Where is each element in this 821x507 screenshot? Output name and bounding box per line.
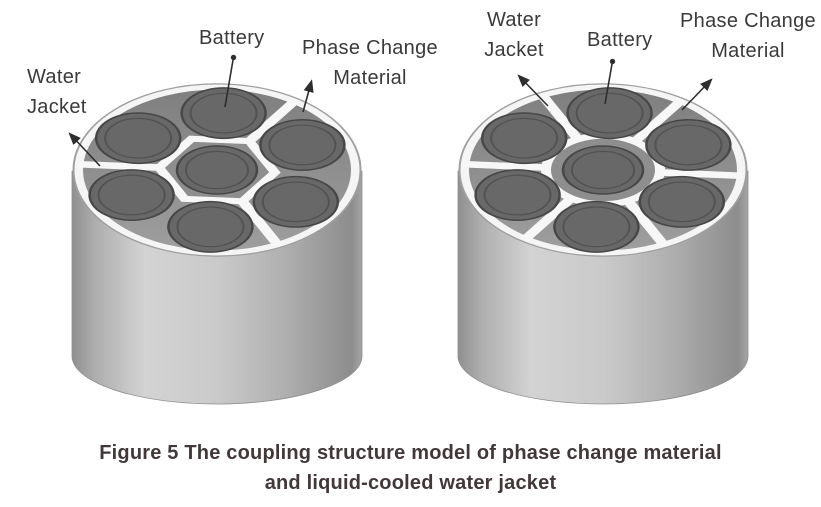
right-water-jacket-leader-arrow <box>517 74 549 107</box>
left-batteries <box>88 87 346 253</box>
battery-inner-ring <box>654 124 723 166</box>
left-cylinder-top-face <box>72 83 362 257</box>
water-channel-lower-right <box>623 199 670 248</box>
water-channel-upper-right <box>630 98 687 143</box>
left-pcm-label-line1: Phase Change <box>302 37 438 59</box>
battery-cell <box>259 119 346 171</box>
battery-cell <box>474 169 561 221</box>
battery-cell-center <box>175 145 259 195</box>
figure-caption-line1: Figure 5 The coupling structure model of… <box>99 442 722 464</box>
battery-cell <box>645 119 732 171</box>
battery-cell <box>167 200 254 253</box>
left-pcm-label: Phase Change Material <box>299 33 441 93</box>
battery-inner-ring <box>104 117 173 159</box>
battery-cell <box>252 175 340 228</box>
right-pcm-label-line2: Material <box>711 40 785 62</box>
battery-cell <box>553 200 640 253</box>
battery-inner-ring <box>176 206 245 248</box>
left-pcm-label-line2: Material <box>333 67 407 89</box>
right-pcm-leader-arrow <box>681 78 713 111</box>
right-battery-label: Battery <box>587 29 653 51</box>
battery-cell <box>88 169 175 221</box>
right-battery-leader-line <box>604 63 613 105</box>
left-water-jacket-label-line1: Water <box>27 66 82 88</box>
battery-cell <box>566 87 653 140</box>
right-water-jacket-label-line1: Water <box>486 9 542 31</box>
water-channel-right <box>660 169 745 180</box>
right-pcm-label-line1: Phase Change <box>680 10 816 32</box>
battery-cell <box>638 175 726 228</box>
battery-inner-ring <box>571 150 635 190</box>
battery-cell <box>94 112 182 165</box>
water-channel-upper-left <box>536 92 583 141</box>
battery-cell <box>480 112 568 165</box>
left-cylinder-model <box>71 83 363 405</box>
battery-inner-ring <box>261 181 330 223</box>
water-channel-upper-right <box>244 98 301 143</box>
left-pcm-leader-arrow <box>302 79 314 113</box>
battery-cell <box>180 87 267 140</box>
battery-inner-rings <box>483 92 723 248</box>
right-water-jacket-label-line2: Jacket <box>484 39 544 61</box>
battery-inner-ring <box>185 150 249 190</box>
right-cylinder-top-face <box>458 83 748 257</box>
water-channel-bottom <box>237 199 284 248</box>
figure-caption-line2: and liquid-cooled water jacket <box>264 472 557 494</box>
left-water-jacket-label-line2: Jacket <box>27 96 87 118</box>
right-batteries <box>474 87 732 253</box>
leader-lines <box>68 59 713 167</box>
left-battery-label: Battery <box>199 27 265 49</box>
right-battery-leader-dot <box>609 58 616 65</box>
battery-inner-ring <box>647 181 716 223</box>
left-water-jacket-leader-arrow <box>68 132 101 167</box>
water-channel-left <box>461 160 546 171</box>
water-channel-left <box>75 160 160 171</box>
battery-inner-ring <box>575 92 644 134</box>
battery-inner-ring <box>483 174 552 216</box>
left-battery-leader-dot <box>230 54 237 61</box>
left-water-jacket-label: Water Jacket <box>27 62 87 122</box>
figure-caption: Figure 5 The coupling structure model of… <box>0 438 821 498</box>
left-battery-leader-line <box>224 59 234 108</box>
battery-inner-ring <box>490 117 559 159</box>
right-pcm-label: Phase Change Material <box>679 6 817 66</box>
battery-inner-ring <box>268 124 337 166</box>
battery-inner-rings <box>97 92 337 248</box>
battery-inner-ring <box>97 174 166 216</box>
battery-inner-ring <box>562 206 631 248</box>
right-cylinder-model <box>457 83 749 405</box>
battery-inner-ring <box>189 92 258 134</box>
battery-cell-center <box>561 145 645 195</box>
right-water-jacket-label: Water Jacket <box>483 5 545 65</box>
water-channel-lower-left <box>519 197 576 242</box>
